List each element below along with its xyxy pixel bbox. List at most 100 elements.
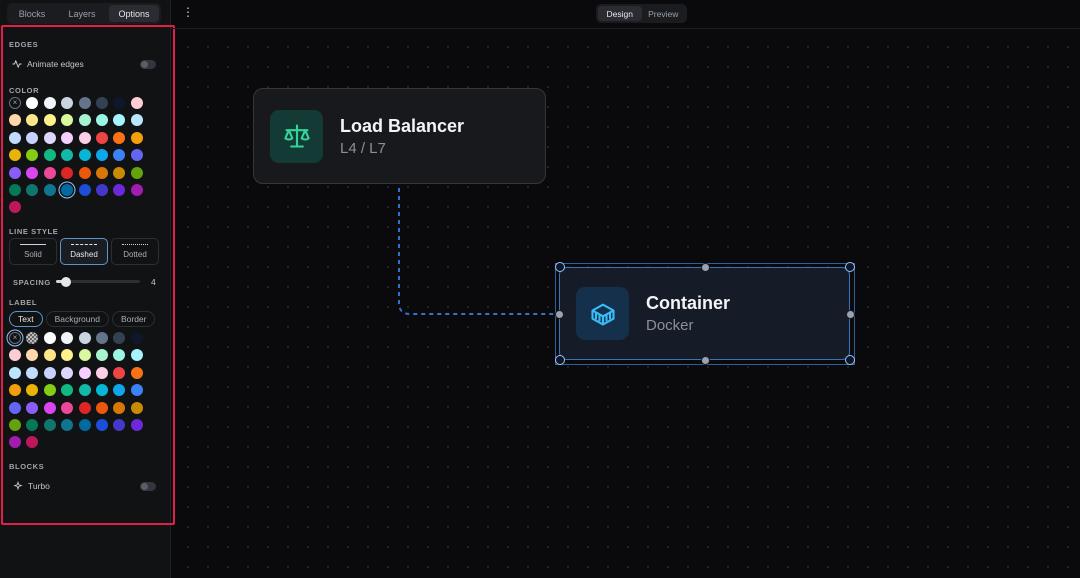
label-color-swatch-none[interactable]: × [9, 332, 21, 344]
edge-color-swatch[interactable] [95, 183, 108, 196]
edge-color-swatch[interactable] [9, 149, 21, 162]
label-color-swatch[interactable] [78, 418, 91, 431]
edge-color-swatch[interactable] [43, 97, 56, 109]
label-tab-border[interactable]: Border [111, 311, 156, 327]
edge-color-swatch[interactable] [61, 183, 74, 196]
label-color-swatch[interactable] [61, 366, 74, 379]
label-color-swatch[interactable] [95, 418, 108, 431]
edge-color-swatch[interactable] [113, 114, 126, 127]
mode-preview-button[interactable]: Preview [648, 8, 679, 19]
more-menu-icon[interactable]: ⋮ [182, 5, 194, 19]
spacing-slider[interactable] [56, 276, 140, 287]
edge-color-swatch[interactable] [43, 131, 56, 144]
container-handle-right[interactable] [846, 310, 855, 319]
edge-color-swatch[interactable] [26, 97, 39, 109]
edge-color-swatch[interactable] [78, 97, 91, 109]
label-color-swatch[interactable] [26, 384, 39, 397]
label-color-swatch[interactable] [61, 332, 74, 344]
label-color-swatch[interactable] [43, 366, 56, 379]
container-handle-left[interactable] [555, 310, 564, 319]
edge-color-swatch[interactable] [113, 149, 126, 162]
edge-color-swatch[interactable] [113, 183, 126, 196]
label-color-swatch[interactable] [78, 401, 91, 414]
edge-color-swatch[interactable] [130, 114, 143, 127]
edge-color-swatch[interactable] [130, 166, 143, 179]
container-handle-bottom[interactable] [701, 356, 710, 365]
label-color-swatch[interactable] [9, 401, 21, 414]
animate-edges-toggle[interactable] [140, 60, 156, 69]
label-tab-text[interactable]: Text [9, 311, 43, 327]
edge-color-swatch[interactable] [95, 114, 108, 127]
edge-color-swatch[interactable] [43, 149, 56, 162]
edge-color-swatch[interactable] [95, 149, 108, 162]
edge-color-swatch[interactable] [130, 97, 143, 109]
edge-color-swatch[interactable] [9, 131, 21, 144]
edge-color-swatch[interactable] [26, 149, 39, 162]
label-color-swatch[interactable] [26, 366, 39, 379]
edge-color-swatch[interactable] [43, 166, 56, 179]
edge-color-swatch[interactable] [113, 131, 126, 144]
edge-color-swatch[interactable] [95, 97, 108, 109]
label-color-swatch[interactable] [95, 349, 108, 362]
edge-color-swatch[interactable] [95, 131, 108, 144]
edge-color-swatch[interactable] [43, 183, 56, 196]
label-color-swatch[interactable] [130, 349, 143, 362]
edge-color-swatch[interactable] [61, 131, 74, 144]
edge-color-swatch[interactable] [61, 97, 74, 109]
label-color-swatch[interactable] [26, 418, 39, 431]
label-color-swatch[interactable] [130, 401, 143, 414]
edge-color-swatch[interactable] [43, 114, 56, 127]
label-color-swatch[interactable] [130, 384, 143, 397]
label-color-swatch[interactable] [43, 401, 56, 414]
label-color-swatch[interactable] [9, 349, 21, 362]
edge-color-swatch[interactable] [9, 183, 21, 196]
label-color-swatch[interactable] [78, 332, 91, 344]
edge-color-swatch[interactable] [130, 131, 143, 144]
container-handle-top[interactable] [701, 263, 710, 272]
line-style-dotted-button[interactable]: Dotted [111, 238, 159, 265]
label-color-swatch[interactable] [113, 349, 126, 362]
resize-handle-top-left[interactable] [555, 262, 565, 272]
label-color-swatch[interactable] [9, 418, 21, 431]
edge-color-swatch[interactable] [113, 97, 126, 109]
label-color-swatch-transparent[interactable] [26, 332, 39, 344]
edge-color-swatch[interactable] [9, 114, 21, 127]
edge-color-swatch[interactable] [78, 131, 91, 144]
label-color-swatch[interactable] [26, 436, 39, 449]
edge-color-swatch-none[interactable]: × [9, 97, 21, 109]
label-color-swatch[interactable] [78, 384, 91, 397]
edge-color-swatch[interactable] [95, 166, 108, 179]
label-color-swatch[interactable] [43, 384, 56, 397]
resize-handle-top-right[interactable] [845, 262, 855, 272]
label-color-swatch[interactable] [9, 366, 21, 379]
edge-color-swatch[interactable] [26, 131, 39, 144]
edge-color-swatch[interactable] [113, 166, 126, 179]
edge-color-swatch[interactable] [130, 183, 143, 196]
label-color-swatch[interactable] [95, 332, 108, 344]
label-color-swatch[interactable] [130, 418, 143, 431]
label-color-swatch[interactable] [113, 401, 126, 414]
label-color-swatch[interactable] [26, 401, 39, 414]
label-color-swatch[interactable] [95, 401, 108, 414]
label-color-swatch[interactable] [61, 384, 74, 397]
label-color-swatch[interactable] [113, 384, 126, 397]
label-color-swatch[interactable] [43, 418, 56, 431]
label-color-swatch[interactable] [43, 349, 56, 362]
label-color-swatch[interactable] [61, 349, 74, 362]
edge-color-swatch[interactable] [61, 166, 74, 179]
edge-color-swatch[interactable] [61, 149, 74, 162]
tab-layers[interactable]: Layers [68, 8, 96, 19]
line-style-dashed-button[interactable]: Dashed [60, 238, 108, 265]
label-color-swatch[interactable] [26, 349, 39, 362]
line-style-solid-button[interactable]: Solid [9, 238, 57, 265]
tab-options[interactable]: Options [109, 5, 159, 22]
edge-lb-to-container[interactable] [398, 188, 559, 315]
resize-handle-bottom-right[interactable] [845, 355, 855, 365]
label-color-swatch[interactable] [113, 366, 126, 379]
edge-color-swatch[interactable] [9, 166, 21, 179]
edge-color-swatch[interactable] [26, 114, 39, 127]
label-color-swatch[interactable] [78, 366, 91, 379]
node-container[interactable]: Container Docker [559, 267, 850, 360]
label-color-swatch[interactable] [130, 366, 143, 379]
label-color-swatch[interactable] [9, 436, 21, 449]
